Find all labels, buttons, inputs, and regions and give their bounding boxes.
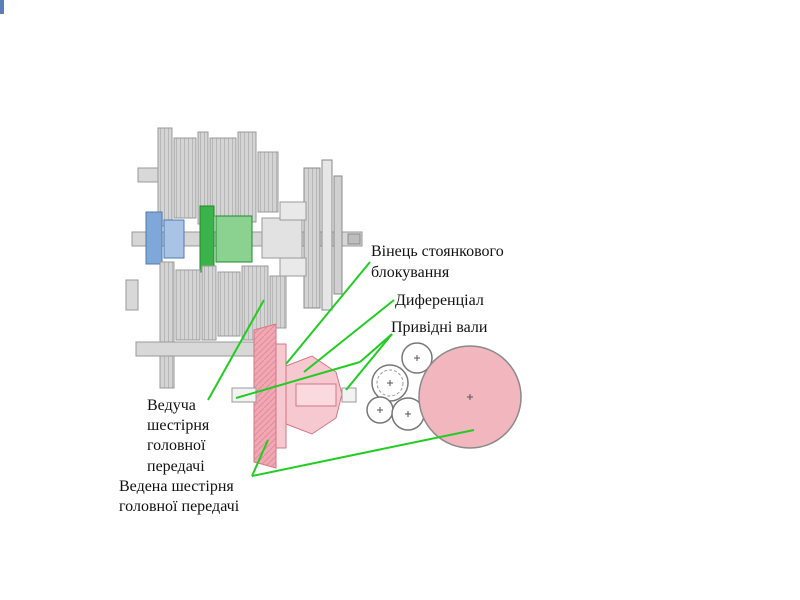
leader-drive-shafts-3 (345, 333, 393, 391)
label-driving-gear-line4: передачі (147, 458, 205, 475)
driven-final-drive-gear (253, 323, 287, 469)
label-parking-ring-line1: Вінець стоянкового (371, 243, 504, 260)
leader-driven-gear-1 (251, 439, 269, 477)
label-differential: Диференціал (395, 292, 484, 309)
leader-driven-gear-2 (251, 429, 475, 477)
lower-gear-cluster (125, 261, 287, 389)
label-driven-gear-line1: Ведена шестірня (119, 478, 234, 495)
leader-drive-shafts-2 (235, 361, 361, 399)
clutch-assembly (279, 159, 343, 311)
upper-gear-cluster (137, 127, 279, 227)
label-driving-gear-line3: головної (147, 437, 206, 454)
shaft-cross-sections (366, 342, 522, 449)
window-corner-marker (0, 0, 4, 14)
leader-driving-gear (207, 299, 265, 401)
leader-differential (303, 299, 395, 373)
label-driven-gear-line2: головної передачі (119, 498, 240, 515)
differential-housing (231, 355, 357, 435)
leader-drive-shafts-1 (359, 333, 393, 363)
label-drive-shafts: Привідні вали (391, 319, 488, 336)
label-driving-gear-line2: шестірня (147, 417, 210, 434)
leader-lines (207, 261, 475, 477)
label-parking-ring-line2: блокування (371, 264, 450, 281)
leader-parking-ring (285, 261, 371, 365)
label-driving-gear-line1: Ведуча (147, 397, 196, 414)
